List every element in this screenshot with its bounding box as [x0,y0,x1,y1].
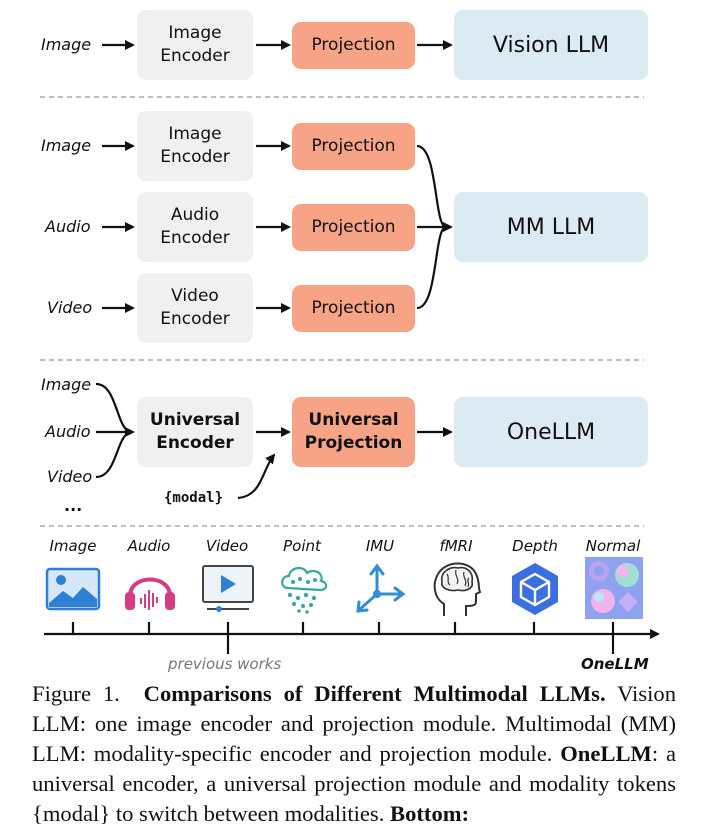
encoder-line-1: Image [168,23,222,43]
modality-label-point: Point [283,537,321,555]
modality-label-depth: Depth [512,537,558,555]
modality-label-video: Video [205,537,249,555]
modal-token-label: {modal} [164,490,224,506]
encoder-line-1: Video [171,286,219,306]
projection-line-1: Universal [308,410,399,430]
modality-label-image: Image [49,537,97,555]
input-label-video: Video [47,467,93,486]
modality-label-fmri: fMRI [439,537,473,555]
image-icon [45,567,101,611]
figure-label: Figure 1. [32,681,120,706]
point-cloud-icon [281,566,328,614]
encoder-line-2: Encoder [160,46,230,66]
audio-headphones-icon [125,577,175,610]
onellm-box: OneLLM [454,397,648,467]
input-label-image: Image [41,375,92,394]
onellm-timeline-label: OneLLM [581,655,649,673]
encoder-line-1: Universal [149,410,241,430]
video-player-icon [202,565,254,612]
audio-projection-box: Projection [292,204,415,251]
input-label-audio: Audio [45,422,91,441]
input-label-image: Image [41,35,92,54]
projection-box: Projection [292,22,415,69]
vision-llm-box: Vision LLM [454,10,648,80]
caption-modal-token: {modal} [32,801,111,826]
encoder-line-2: Encoder [156,433,234,453]
caption-bottom: Bottom: [390,801,470,826]
input-label-image: Image [41,136,92,155]
input-label-more: ... [64,496,83,515]
imu-axes-icon [356,563,406,613]
figure-caption: Figure 1. Comparisons of Different Multi… [32,679,676,829]
caption-onellm: OneLLM [560,741,652,766]
mm-llm-box: MM LLM [454,192,648,262]
fmri-brain-icon [433,562,482,616]
encoder-line-2: Encoder [160,228,230,248]
input-label-video: Video [47,298,93,317]
encoder-line-1: Image [168,124,222,144]
caption-text-3: to switch between modalities. [110,801,391,826]
video-projection-box: Projection [292,285,415,332]
caption-text-1: Vision LLM: one image encoder and projec… [32,681,676,766]
normal-map-icon [585,557,643,619]
encoder-line-2: Encoder [160,309,230,329]
encoder-line-1: Audio [170,205,220,225]
projection-line-2: Projection [304,433,403,453]
encoder-line-2: Encoder [160,147,230,167]
depth-cube-icon [512,563,558,615]
modality-label-imu: IMU [365,537,395,555]
image-projection-box: Projection [292,123,415,170]
caption-title: Comparisons of Different Multimodal LLMs… [143,681,606,706]
caption-text-2: : a universal encoder, a universal proje… [32,741,676,796]
modality-label-audio: Audio [127,537,171,555]
input-label-audio: Audio [45,217,91,236]
modality-label-normal: Normal [585,537,641,555]
previous-works-label: previous works [168,655,282,673]
